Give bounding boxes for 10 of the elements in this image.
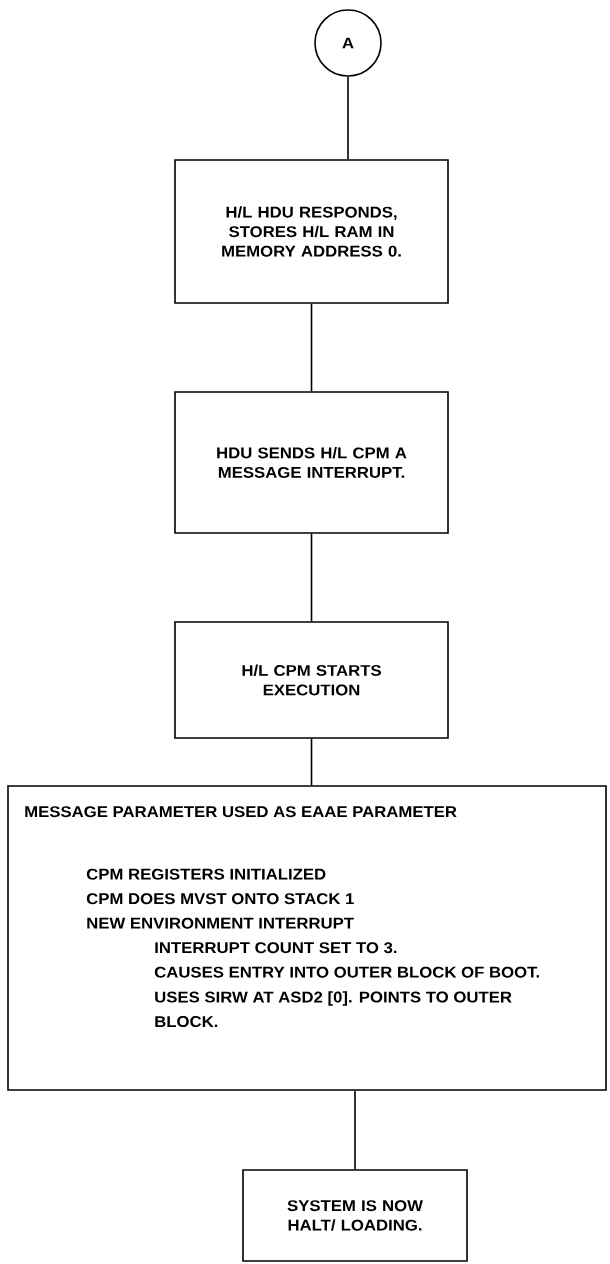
- connector-line: [347, 76, 349, 160]
- connector-line: [310, 533, 313, 622]
- process-box: SYSTEM IS NOW HALT/ LOADING.: [242, 1169, 468, 1262]
- process-box: H/L CPM STARTS EXECUTION: [174, 621, 449, 739]
- connector-line: [310, 738, 313, 786]
- connector-line: [310, 303, 313, 392]
- process-box: MESSAGE PARAMETER USED AS EAAE PARAMETER CPM REGISTERS INITIALIZED CPM DOES MVST ONTO STACK 1 NEW ENVIRONMENT INTERRUPT INTERRUPT COUNT SET TO 3. CAUSES ENTRY INTO OUTER BLOCK OF BOOT. USES SIRW AT ASD2 [0]. POINTS TO OUTER BLOCK.: [7, 785, 607, 1091]
- process-box: H/L HDU RESPONDS, STORES H/L RAM IN MEMORY ADDRESS 0.: [174, 159, 449, 304]
- connector-line: [354, 1090, 356, 1170]
- process-box: HDU SENDS H/L CPM A MESSAGE INTERRUPT.: [174, 391, 449, 534]
